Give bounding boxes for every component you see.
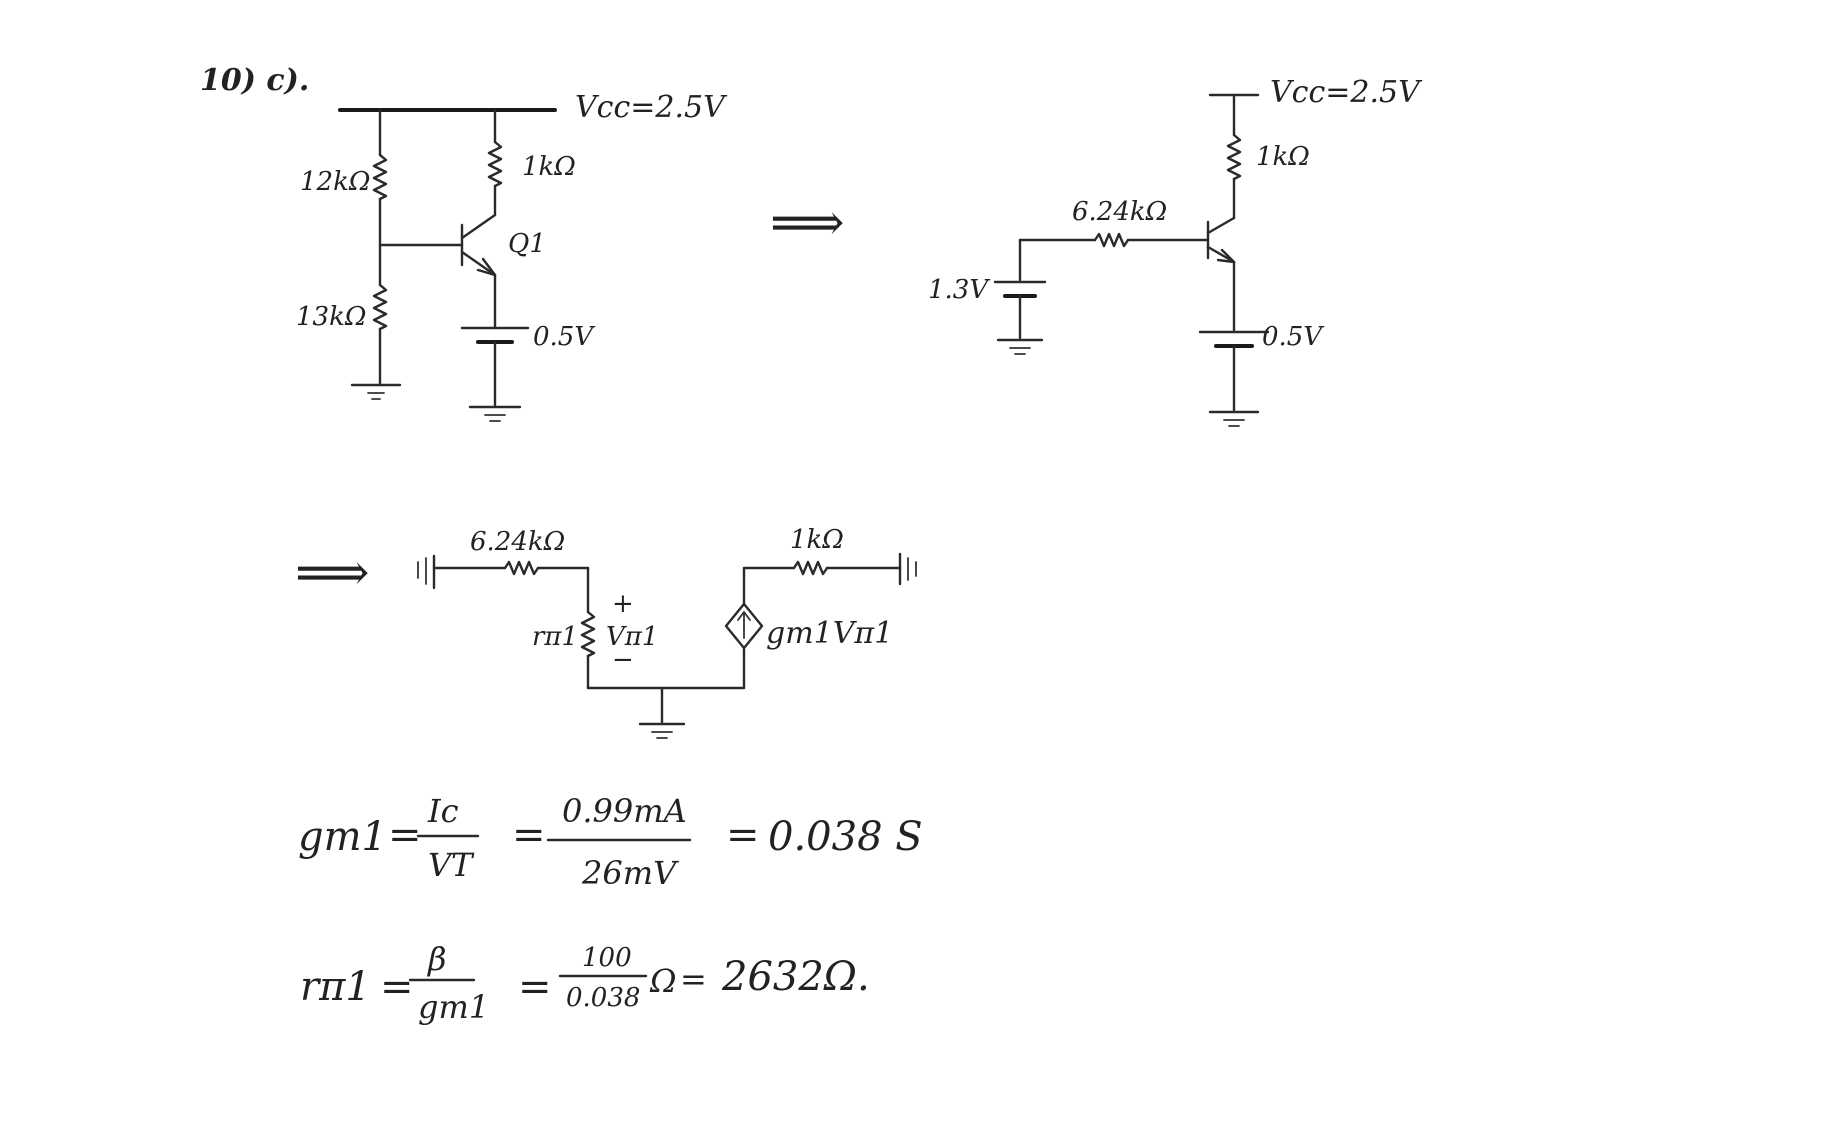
eq2-result: 2632Ω. — [721, 954, 870, 1000]
problem-label: 10) c). — [200, 63, 309, 98]
resistor-6-24k-label: 6.24kΩ — [1072, 197, 1167, 227]
ground-symbol — [996, 338, 1044, 355]
implies-arrow-1: ⟹ — [770, 193, 845, 253]
resistor-6-24k — [1093, 232, 1130, 248]
eq2-num1: β — [427, 940, 447, 978]
equation-r-pi: rπ1 = β gm1 = 100 0.038 Ω = 2632Ω. — [300, 940, 870, 1026]
battery-label-2: 0.5V — [1262, 322, 1324, 352]
battery-1-3v-label: 1.3V — [928, 275, 990, 305]
resistor-1k-2-label: 1kΩ — [1256, 142, 1310, 172]
eq2-unit: Ω — [649, 962, 677, 1000]
eq1-equals-2: = — [512, 812, 546, 858]
resistor-1k — [487, 140, 503, 188]
eq1-num1: Ic — [427, 792, 459, 830]
source-label: gm1Vπ1 — [766, 616, 893, 651]
transistor-q1-label: Q1 — [508, 229, 546, 259]
battery-label-1: 0.5V — [533, 322, 595, 352]
resistor-1k-2 — [1226, 133, 1242, 181]
resistor-6-24k-ss — [503, 560, 540, 576]
vcc-label-2: Vcc=2.5V — [1270, 75, 1423, 110]
circuit-1-bias-network: Vcc=2.5V 12kΩ 13kΩ Q1 1kΩ — [296, 90, 728, 422]
equation-gm: gm1 = Ic VT = 0.99mA 26mV = 0.038 S — [298, 792, 923, 892]
implies-arrow-2: ⟹ — [295, 543, 370, 603]
eq2-num2: 100 — [582, 943, 632, 973]
battery-0-5v — [460, 326, 530, 344]
ground-symbol — [1208, 410, 1260, 427]
ground-symbol — [468, 405, 522, 422]
eq2-lhs: rπ1 — [300, 964, 371, 1010]
v-pi-plus: + — [612, 589, 634, 619]
dependent-current-source — [724, 602, 764, 650]
transistor-q1-2 — [1206, 216, 1236, 264]
resistor-r-pi — [580, 610, 596, 658]
battery-0-5v-2 — [1198, 330, 1270, 348]
transistor-q1 — [460, 213, 497, 277]
resistor-1k-ss — [792, 560, 829, 576]
eq1-lhs: gm1 — [298, 814, 387, 860]
vcc-label-1: Vcc=2.5V — [575, 90, 728, 125]
resistor-13k — [372, 283, 388, 331]
resistor-1k-label: 1kΩ — [522, 152, 576, 182]
eq2-equals-3: = — [680, 960, 707, 998]
circuit-2-thevenin: Vcc=2.5V 1kΩ 6.24kΩ 1.3V — [928, 75, 1423, 427]
resistor-12k — [372, 153, 388, 201]
ac-ground-right — [898, 552, 917, 586]
ac-ground-left — [417, 554, 436, 590]
battery-1-3v — [993, 280, 1047, 298]
eq1-result: 0.038 S — [768, 814, 923, 860]
circuit-3-small-signal: 6.24kΩ rπ1 + Vπ1 − gm1Vπ1 1kΩ — [417, 525, 917, 739]
eq2-den2: 0.038 — [566, 983, 640, 1013]
eq1-den2: 26mV — [581, 854, 679, 892]
eq1-num2: 0.99mA — [562, 792, 687, 830]
eq1-equals-1: = — [388, 812, 422, 858]
v-pi-minus: − — [612, 645, 634, 675]
resistor-13k-label: 13kΩ — [296, 302, 366, 332]
r-pi-label: rπ1 — [532, 622, 578, 652]
ground-symbol — [638, 722, 686, 739]
eq1-den1: VT — [428, 846, 475, 884]
resistor-6-24k-ss-label: 6.24kΩ — [470, 527, 565, 557]
eq2-den1: gm1 — [418, 988, 489, 1026]
eq2-equals-1: = — [380, 964, 414, 1010]
eq2-equals-2: = — [518, 964, 552, 1010]
v-pi-label: Vπ1 — [606, 622, 658, 652]
resistor-1k-ss-label: 1kΩ — [790, 525, 844, 555]
eq1-equals-3: = — [726, 812, 760, 858]
resistor-12k-label: 12kΩ — [300, 167, 370, 197]
ground-symbol — [350, 383, 402, 400]
